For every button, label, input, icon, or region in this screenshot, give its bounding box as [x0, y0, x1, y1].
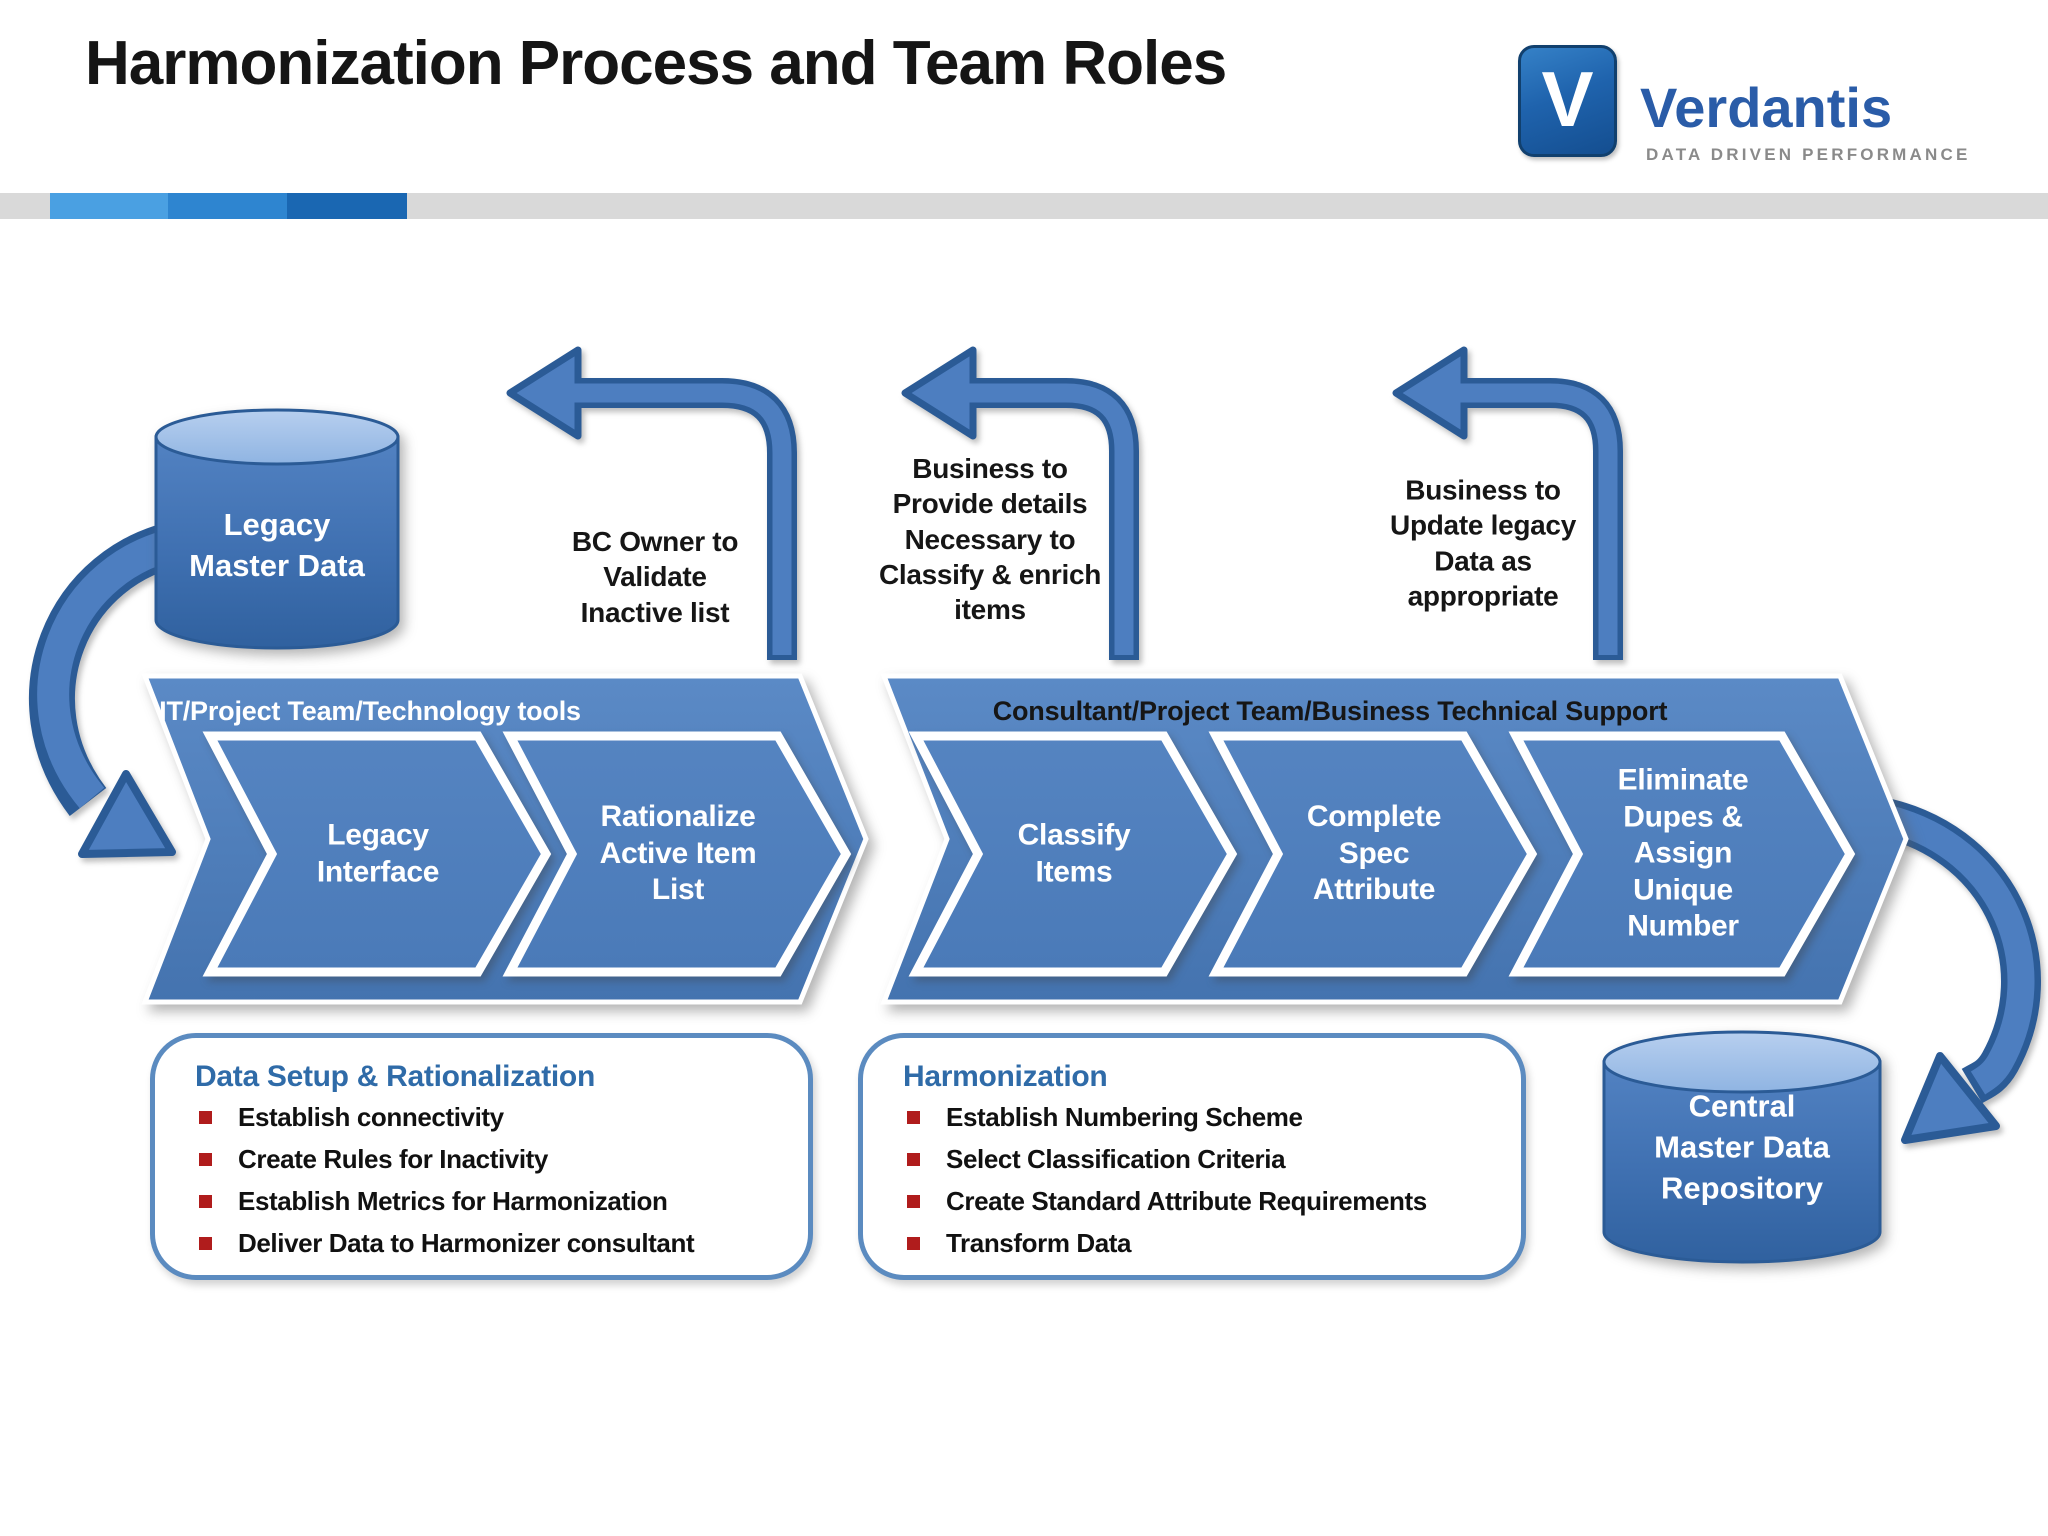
- step-label-classify-items: Classify Items: [1017, 818, 1131, 888]
- band-to-repository-curved-arrow: [1880, 798, 2041, 1144]
- list-item: Create Rules for Inactivity: [199, 1144, 782, 1175]
- central-cylinder-label: Central Master Data Repository: [1654, 1088, 1830, 1206]
- bullet-label: Create Rules for Inactivity: [238, 1144, 548, 1174]
- step-label-eliminate-dupes: Eliminate Dupes & Assign Unique Number: [1617, 763, 1749, 943]
- bullet-square-icon: [199, 1153, 212, 1166]
- bullet-label: Establish Numbering Scheme: [946, 1102, 1303, 1132]
- bullet-square-icon: [907, 1153, 920, 1166]
- list-item: Establish Numbering Scheme: [907, 1102, 1495, 1133]
- logo-v-glyph: V: [1541, 55, 1594, 143]
- list-item: Establish connectivity: [199, 1102, 782, 1133]
- feedback-label-classify: Business to Provide details Necessary to…: [878, 452, 1102, 625]
- bullet-square-icon: [199, 1195, 212, 1208]
- panel-heading: Harmonization: [903, 1060, 1108, 1093]
- bullet-label: Transform Data: [946, 1228, 1132, 1258]
- band2-header: Consultant/Project Team/Business Technic…: [992, 696, 1668, 727]
- bullet-square-icon: [199, 1237, 212, 1250]
- step-complete-spec-attribute: [1208, 731, 1538, 977]
- bullet-label: Create Standard Attribute Requirements: [946, 1186, 1427, 1216]
- verdantis-logo-icon: V: [1518, 45, 1617, 157]
- stripe-gray-left: [0, 193, 50, 219]
- curved-arrow-body: [37, 526, 189, 809]
- step-eliminate-dupes: [1508, 731, 1856, 977]
- stripe-light-blue: [50, 193, 168, 219]
- panel-heading: Data Setup & Rationalization: [195, 1060, 595, 1093]
- bent-arrow-body: [1448, 383, 1618, 655]
- legacy-to-band-curved-arrow: [29, 519, 190, 858]
- list-item: Transform Data: [907, 1228, 1495, 1259]
- bullet-square-icon: [199, 1111, 212, 1124]
- feedback-label-update: Business to Update legacy Data as approp…: [1390, 474, 1576, 612]
- step-classify-items: [908, 731, 1238, 977]
- stripe-gray-right: [407, 193, 2048, 219]
- list-item: Create Standard Attribute Requirements: [907, 1186, 1495, 1217]
- feedback-arrow-classify: [901, 346, 1139, 660]
- legacy-master-data-cylinder: [154, 408, 400, 650]
- cylinder-top: [1602, 1030, 1882, 1094]
- list-item: Establish Metrics for Harmonization: [199, 1186, 782, 1217]
- bullet-label: Select Classification Criteria: [946, 1144, 1286, 1174]
- panel-data-setup: Data Setup & Rationalization Establish c…: [150, 1033, 813, 1280]
- bullet-square-icon: [907, 1111, 920, 1124]
- feedback-arrow-update: [1392, 346, 1623, 660]
- feedback-arrow-validate: [506, 346, 797, 660]
- list-item: Deliver Data to Harmonizer consultant: [199, 1228, 782, 1259]
- curved-arrow-head: [1901, 1052, 2000, 1144]
- bullet-square-icon: [907, 1237, 920, 1250]
- stripe-mid-blue: [168, 193, 287, 219]
- bullet-label: Establish connectivity: [238, 1102, 504, 1132]
- curved-arrow-head: [78, 770, 176, 858]
- legacy-cylinder-label: Legacy Master Data: [189, 507, 365, 583]
- curved-arrow-body: [1882, 804, 2035, 1095]
- step-label-legacy-interface: Legacy Interface: [316, 818, 440, 888]
- bent-arrow-body: [957, 383, 1134, 655]
- verdantis-logo: V Verdantis DATA DRIVEN PERFORMANCE: [1518, 45, 1967, 164]
- bent-arrow-body: [562, 383, 792, 655]
- list-item: Select Classification Criteria: [907, 1144, 1495, 1175]
- logo-name: Verdantis: [1640, 76, 1893, 139]
- bullet-label: Deliver Data to Harmonizer consultant: [238, 1228, 695, 1258]
- step-rationalize-active-item-list: [502, 731, 852, 977]
- accent-stripe: [0, 193, 2048, 219]
- step-label-complete-spec: Complete Spec Attribute: [1306, 800, 1442, 907]
- step-label-rationalize: Rationalize Active Item List: [599, 800, 757, 907]
- logo-tagline: DATA DRIVEN PERFORMANCE: [1646, 145, 1971, 164]
- stripe-dark-blue: [287, 193, 407, 219]
- cylinder-body: [154, 435, 400, 650]
- bullet-label: Establish Metrics for Harmonization: [238, 1186, 668, 1216]
- cylinder-body: [1602, 1060, 1882, 1264]
- band1-header: IT/Project Team/Technology tools: [159, 696, 581, 727]
- step-legacy-interface: [202, 731, 552, 977]
- cylinder-top: [154, 408, 400, 466]
- panel-harmonization: Harmonization Establish Numbering Scheme…: [858, 1033, 1526, 1280]
- bullet-square-icon: [907, 1195, 920, 1208]
- feedback-label-validate: BC Owner to Validate Inactive list: [571, 526, 739, 628]
- page-title: Harmonization Process and Team Roles: [85, 29, 1227, 98]
- central-repository-cylinder: [1602, 1030, 1882, 1264]
